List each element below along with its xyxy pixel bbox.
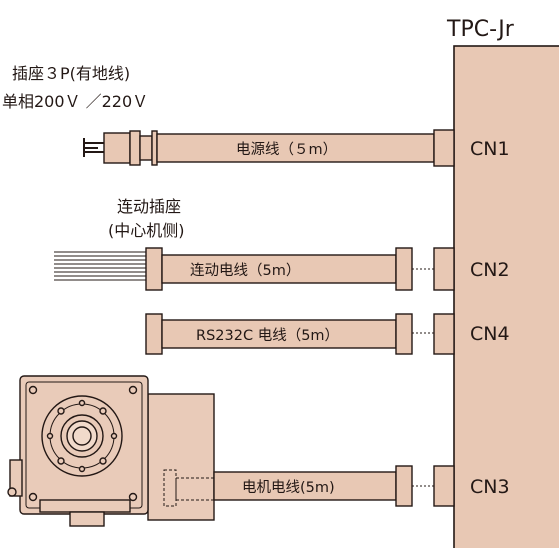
- rs232c-right-plug: [395, 313, 413, 355]
- link-socket-connector: [145, 247, 163, 291]
- link-cable-label: 连动电线（5m）: [190, 262, 300, 279]
- controller-box: [453, 45, 559, 548]
- controller-title: TPC-Jr: [446, 17, 515, 42]
- link-cable-plug: [395, 247, 413, 291]
- port-label-cn2: CN2: [470, 259, 510, 281]
- motor-cable: [213, 471, 397, 501]
- power-cable-label: 电源线（５m）: [236, 141, 337, 158]
- port-label-cn4: CN4: [470, 323, 510, 345]
- rs232c-cable: [161, 319, 397, 349]
- power-plug-label-1: 插座３P(有地线): [12, 64, 130, 83]
- power-cable: [156, 133, 435, 163]
- cn3-connector: [433, 465, 455, 507]
- power-plug-icon: [83, 130, 158, 166]
- link-cable: [161, 254, 397, 284]
- rs232c-left-plug: [145, 313, 163, 355]
- port-label-cn1: CN1: [470, 138, 510, 160]
- motor-cable-plug: [395, 465, 413, 507]
- power-plug-label-2: 单相200Ｖ ／220Ｖ: [2, 92, 148, 111]
- link-socket-label-1: 连动插座: [117, 197, 181, 216]
- motor-cable-label: 电机电线(5m): [242, 479, 335, 496]
- motor-device-icon: [7, 375, 215, 527]
- rs232c-cable-label: RS232C 电线（5m）: [196, 327, 339, 344]
- cn4-connector: [433, 313, 455, 355]
- port-label-cn3: CN3: [470, 476, 510, 498]
- cn2-connector: [433, 247, 455, 291]
- link-socket-label-2: (中心机侧): [108, 221, 185, 240]
- link-socket-wires-icon: [54, 251, 146, 281]
- cn1-connector: [433, 129, 455, 167]
